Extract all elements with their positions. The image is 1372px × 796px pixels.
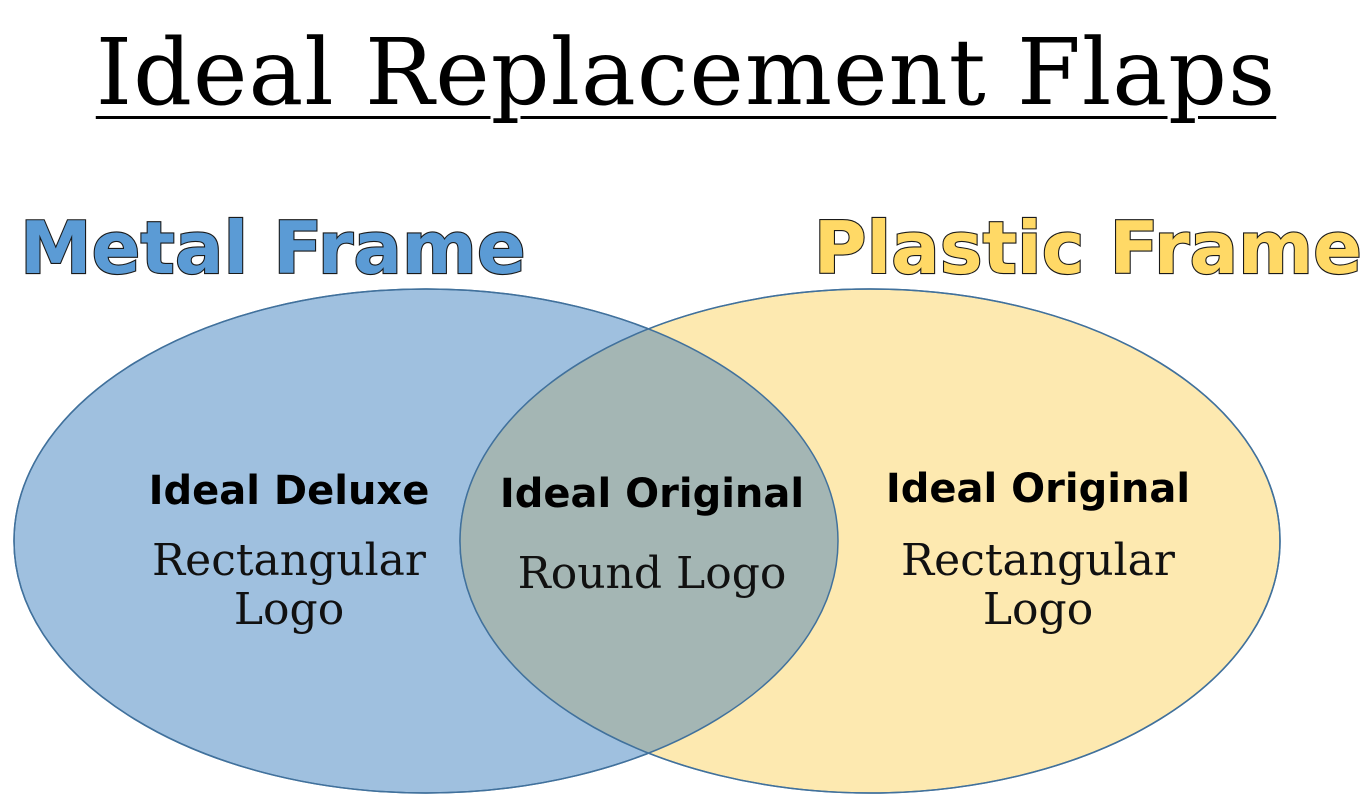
metal-frame-label: Metal Frame [20, 206, 526, 290]
metal-frame-outline [13, 288, 839, 794]
plastic-frame-label: Plastic Frame [814, 206, 1362, 290]
metal-heading: Ideal Deluxe [149, 468, 430, 514]
overlap-heading: Ideal Original [500, 471, 804, 517]
page-title: Ideal Replacement Flaps [0, 18, 1372, 128]
overlap-region [460, 289, 838, 793]
overlap-description-line-1: Round Logo [518, 548, 787, 599]
metal-description-line-1: Rectangular [152, 535, 427, 586]
plastic-description-line-1: Rectangular [901, 535, 1176, 586]
page-title-text: Ideal Replacement Flaps [95, 19, 1277, 126]
metal-description-line-2: Logo [234, 584, 344, 635]
plastic-heading: Ideal Original [886, 466, 1190, 512]
plastic-description-line-2: Logo [983, 584, 1093, 635]
plastic-frame-outline [459, 288, 1281, 794]
